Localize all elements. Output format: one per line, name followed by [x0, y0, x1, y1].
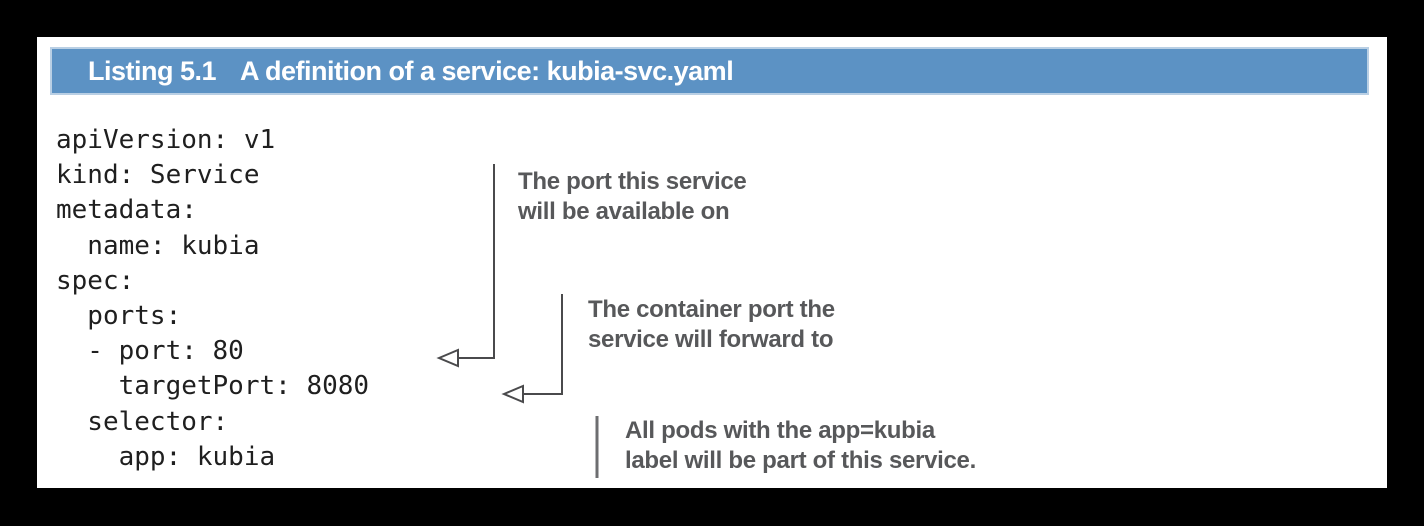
annotation-selector: All pods with the app=kubia label will b… [625, 417, 976, 474]
listing-header-bar: Listing 5.1 A definition of a service: k… [50, 47, 1369, 95]
callout-arrowhead-left-icon [436, 348, 459, 368]
callout-arrowhead-left-icon [501, 384, 524, 404]
annotation-port: The port this service will be available … [518, 168, 747, 225]
listing-title: A definition of a service: kubia-svc.yam… [240, 55, 734, 86]
page: Listing 5.1 A definition of a service: k… [37, 37, 1387, 488]
callout-line-target-port [523, 294, 563, 395]
yaml-code-block: apiVersion: v1 kind: Service metadata: n… [56, 125, 370, 472]
annotation-target-port: The container port the service will forw… [588, 296, 835, 353]
listing-label: Listing 5.1 [88, 55, 217, 86]
callout-line-port [458, 164, 495, 359]
